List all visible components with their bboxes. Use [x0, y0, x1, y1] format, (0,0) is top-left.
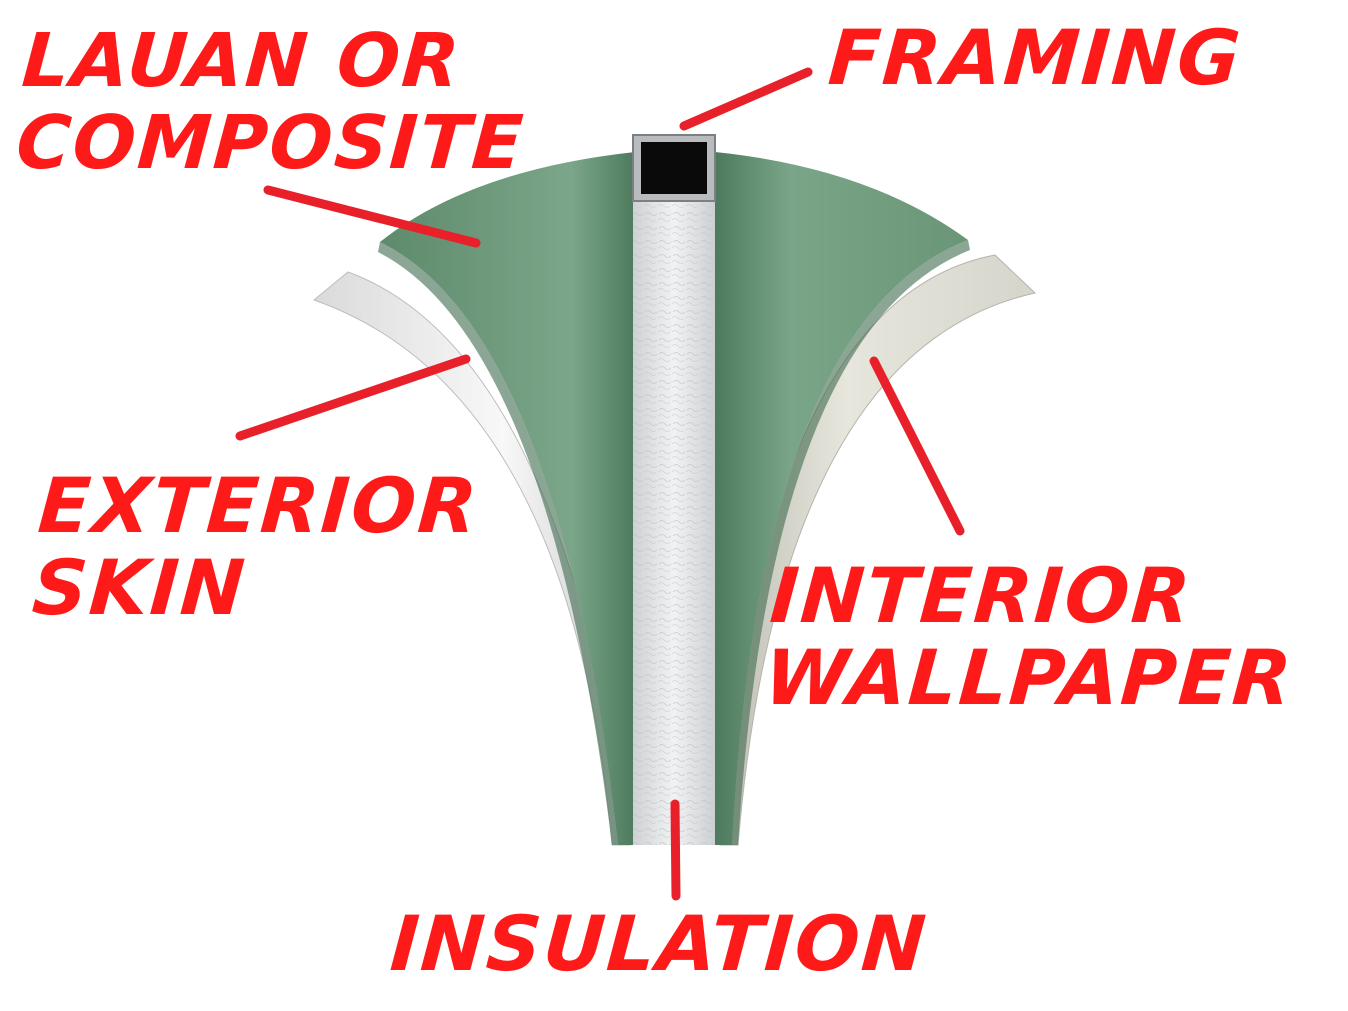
label-insulation: INSULATION	[387, 899, 931, 988]
leader-insulation	[670, 799, 681, 901]
leader-lauan	[263, 185, 481, 248]
label-interior-line-2: WALLPAPER	[761, 633, 1297, 722]
label-interior-line-1: INTERIOR	[767, 551, 1196, 640]
label-exterior-skin: EXTERIOR SKIN	[29, 461, 482, 632]
label-lauan-line-1: LAUAN OR	[19, 18, 465, 104]
leader-exterior	[235, 354, 471, 441]
lauan-board-right	[715, 152, 968, 845]
leader-interior	[869, 356, 965, 536]
label-framing: FRAMING	[825, 13, 1245, 102]
label-lauan-or-composite: LAUAN OR COMPOSITE	[13, 18, 533, 186]
label-interior-wallpaper: INTERIOR WALLPAPER	[761, 551, 1302, 722]
label-exterior-line-1: EXTERIOR	[35, 461, 482, 550]
leader-lines	[235, 67, 965, 901]
leader-framing	[679, 67, 813, 131]
label-lauan-line-2: COMPOSITE	[13, 100, 528, 186]
label-exterior-line-2: SKIN	[29, 543, 250, 632]
lauan-board-left	[380, 152, 635, 845]
